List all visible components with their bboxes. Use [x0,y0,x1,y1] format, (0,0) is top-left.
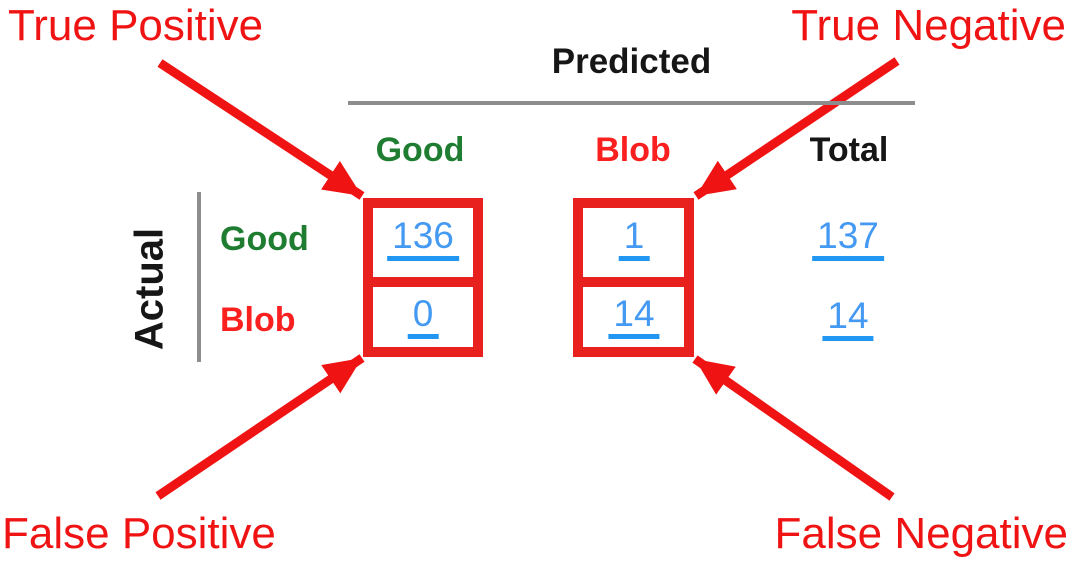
arrow-true-negative [693,57,900,200]
actual-divider-rule [197,192,201,362]
highlight-box-predicted-good [363,198,483,357]
highlight-box-divider [582,277,685,287]
arrow-false-positive [155,354,365,500]
cell-actual-blob-total[interactable]: 14 [822,297,874,341]
predicted-underline-rule [348,101,915,105]
row-label-blob: Blob [220,301,296,339]
actual-header: Actual [127,227,172,351]
column-header-total: Total [809,131,889,169]
cell-actual-blob-pred-good[interactable]: 0 [407,295,439,339]
arrow-false-negative [692,355,895,501]
column-header-blob: Blob [595,131,671,169]
predicted-header: Predicted [551,42,712,81]
cell-actual-good-pred-blob[interactable]: 1 [618,217,650,261]
cell-actual-blob-pred-blob[interactable]: 14 [608,295,660,339]
cell-actual-good-total[interactable]: 137 [812,217,884,261]
cell-actual-good-pred-good[interactable]: 136 [387,217,459,261]
highlight-box-divider [372,277,474,287]
highlight-box-predicted-blob [573,198,694,357]
label-false-positive: False Positive [2,509,276,558]
label-true-positive: True Positive [8,1,264,50]
arrow-true-positive [157,59,365,200]
label-true-negative: True Negative [791,1,1066,50]
column-header-good: Good [375,131,465,169]
row-label-good: Good [220,220,309,258]
label-false-negative: False Negative [774,509,1068,558]
